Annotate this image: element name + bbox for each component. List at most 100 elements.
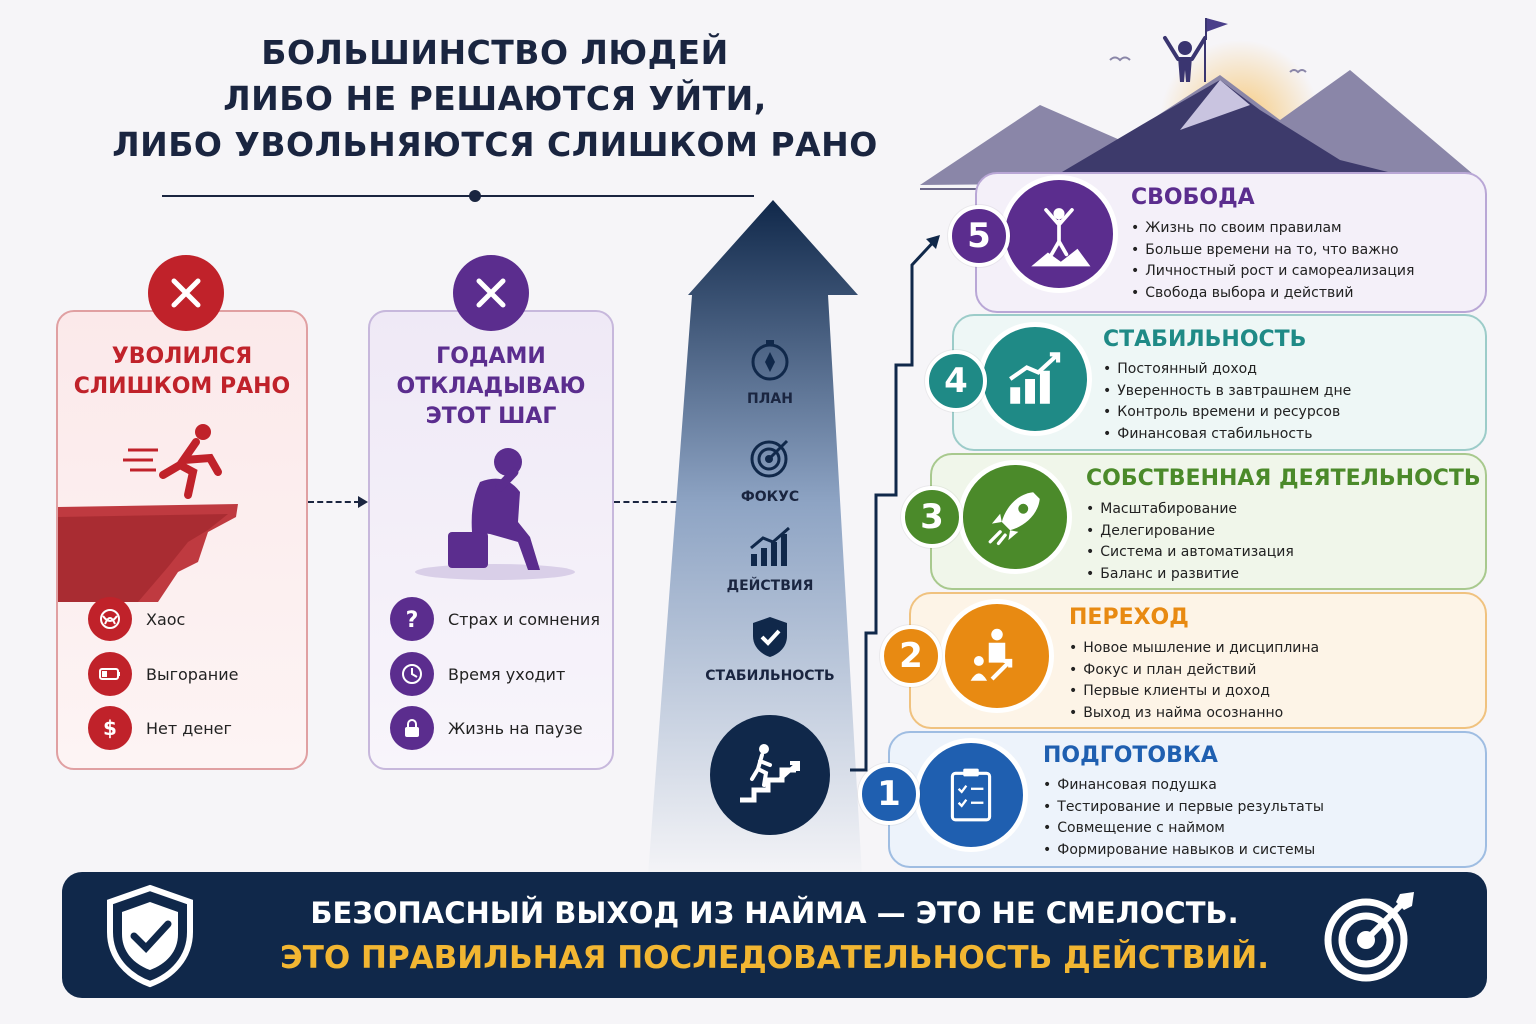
arrow-step-label: ДЕЙСТВИЯ (726, 578, 814, 594)
cliff-illustration (58, 504, 238, 602)
card-quit-title-line-2: СЛИШКОМ РАНО (73, 374, 291, 399)
card-quit-title-line-1: УВОЛИЛСЯ (111, 344, 253, 369)
sitting-person-icon (415, 448, 575, 580)
stage-list-2: Новое мышление и дисциплина Фокус и план… (1069, 638, 1319, 724)
stage-number-4: 4 (925, 350, 987, 412)
stage-title-4: СТАБИЛЬНОСТЬ (1103, 327, 1307, 352)
arrow-step-plan: ПЛАН (700, 337, 840, 407)
card-postponing-title-line-3: ЭТОТ ШАГ (425, 404, 557, 429)
stage-item: Постоянный доход (1103, 359, 1351, 381)
list-item-label: Жизнь на паузе (448, 718, 583, 738)
target-arrow-icon (1324, 892, 1414, 982)
stage-item: Тестирование и первые результаты (1043, 797, 1324, 819)
growth-arrow (648, 200, 862, 875)
stage-path-line (850, 235, 940, 772)
stage-item: Уверенность в завтрашнем дне (1103, 381, 1351, 403)
bar-chart-icon (978, 322, 1092, 436)
stage-item: Первые клиенты и доход (1069, 681, 1319, 703)
stage-title-3: СОБСТВЕННАЯ ДЕЯТЕЛЬНОСТЬ (1086, 466, 1481, 491)
stairs-climb-icon (710, 715, 830, 835)
stage-item: Масштабирование (1086, 499, 1294, 521)
arrow-step-label: ФОКУС (740, 489, 800, 505)
stage-list-4: Постоянный доход Уверенность в завтрашне… (1103, 359, 1351, 445)
stage-item: Делегирование (1086, 521, 1294, 543)
stage-item: Финансовая подушка (1043, 775, 1324, 797)
shield-check-icon (753, 617, 787, 657)
list-item-label: Нет денег (146, 718, 232, 738)
arrow-step-label: СТАБИЛЬНОСТЬ (705, 668, 835, 684)
freedom-icon (1000, 175, 1118, 293)
list-item-label: Страх и сомнения (448, 609, 600, 629)
list-item-pause: Жизнь на паузе (390, 706, 583, 750)
banner-line-2: ЭТО ПРАВИЛЬНАЯ ПОСЛЕДОВАТЕЛЬНОСТЬ ДЕЙСТВ… (279, 940, 1270, 976)
stage-number-1: 1 (858, 763, 920, 825)
card-postponing-title-line-1: ГОДАМИ (436, 344, 546, 369)
stage-item: Выход из найма осознанно (1069, 703, 1319, 725)
title-line-3: ЛИБО УВОЛЬНЯЮТСЯ СЛИШКОМ РАНО (112, 125, 878, 164)
battery-low-icon (88, 652, 132, 696)
list-item-no-money: $ Нет денег (88, 706, 232, 750)
dollar-icon: $ (88, 706, 132, 750)
arrow-step-actions: ДЕЙСТВИЯ (700, 524, 840, 594)
arrow-step-stability: СТАБИЛЬНОСТЬ (700, 614, 840, 684)
svg-text:$: $ (103, 716, 117, 740)
stage-item: Больше времени на то, что важно (1131, 240, 1414, 262)
card-quit-title: УВОЛИЛСЯ СЛИШКОМ РАНО (56, 342, 308, 402)
stage-item: Новое мышление и дисциплина (1069, 638, 1319, 660)
stage-number-3: 3 (901, 486, 963, 548)
banner-line-1: БЕЗОПАСНЫЙ ВЫХОД ИЗ НАЙМА — ЭТО НЕ СМЕЛО… (310, 896, 1239, 930)
svg-text:?: ? (406, 608, 419, 632)
clock-icon (390, 652, 434, 696)
stage-list-5: Жизнь по своим правилам Больше времени н… (1131, 218, 1414, 304)
connector-1-arrowhead (358, 496, 368, 508)
stage-list-3: Масштабирование Делегирование Система и … (1086, 499, 1294, 585)
stage-item: Контроль времени и ресурсов (1103, 402, 1351, 424)
stage-title-1: ПОДГОТОВКА (1043, 743, 1218, 768)
rocket-icon (958, 460, 1072, 574)
stage-number-text: 2 (899, 636, 923, 676)
stage-number-text: 1 (877, 774, 901, 814)
bottom-banner: БЕЗОПАСНЫЙ ВЫХОД ИЗ НАЙМА — ЭТО НЕ СМЕЛО… (62, 872, 1487, 998)
stage-number-text: 3 (920, 497, 944, 537)
title-line-2: ЛИБО НЕ РЕШАЮТСЯ УЙТИ, (223, 79, 767, 118)
mountain-summit-illustration (920, 18, 1480, 190)
growth-chart-icon (750, 526, 790, 566)
title-divider (162, 195, 754, 197)
stage-item: Формирование навыков и системы (1043, 840, 1324, 862)
stage-item: Совмещение с наймом (1043, 818, 1324, 840)
arrow-step-label: ПЛАН (747, 391, 793, 407)
card-postponing-title-line-2: ОТКЛАДЫВАЮ (396, 374, 586, 399)
target-icon (750, 439, 789, 478)
mentor-icon (940, 599, 1054, 713)
stage-item: Финансовая стабильность (1103, 424, 1351, 446)
shield-check-icon (107, 884, 193, 988)
lock-icon (390, 706, 434, 750)
list-item-label: Время уходит (448, 664, 566, 684)
purple-x-icon (453, 255, 529, 331)
question-icon: ? (390, 597, 434, 641)
card-postponing-title: ГОДАМИ ОТКЛАДЫВАЮ ЭТОТ ШАГ (368, 342, 614, 432)
stage-item: Баланс и развитие (1086, 564, 1294, 586)
page-title: БОЛЬШИНСТВО ЛЮДЕЙ ЛИБО НЕ РЕШАЮТСЯ УЙТИ,… (80, 30, 910, 168)
stage-item: Жизнь по своим правилам (1131, 218, 1414, 240)
arrow-step-focus: ФОКУС (700, 435, 840, 505)
list-item-label: Хаос (146, 609, 186, 629)
list-item-chaos: Хаос (88, 597, 185, 641)
stage-number-5: 5 (948, 205, 1010, 267)
stage-number-2: 2 (880, 625, 942, 687)
list-item-label: Выгорание (146, 664, 239, 684)
chaos-icon (88, 597, 132, 641)
stage-item: Фокус и план действий (1069, 660, 1319, 682)
stage-title-2: ПЕРЕХОД (1069, 605, 1189, 630)
stage-number-text: 4 (944, 361, 968, 401)
red-x-icon (148, 255, 224, 331)
list-item-burnout: Выгорание (88, 652, 238, 696)
list-item-time: Время уходит (390, 652, 565, 696)
connector-1 (308, 501, 360, 503)
title-line-1: БОЛЬШИНСТВО ЛЮДЕЙ (261, 33, 729, 72)
clipboard-icon (914, 738, 1028, 852)
card-quit-too-early (56, 310, 308, 770)
stage-item: Свобода выбора и действий (1131, 283, 1414, 305)
title-divider-dot (469, 190, 481, 202)
list-item-fear: ? Страх и сомнения (390, 597, 600, 641)
